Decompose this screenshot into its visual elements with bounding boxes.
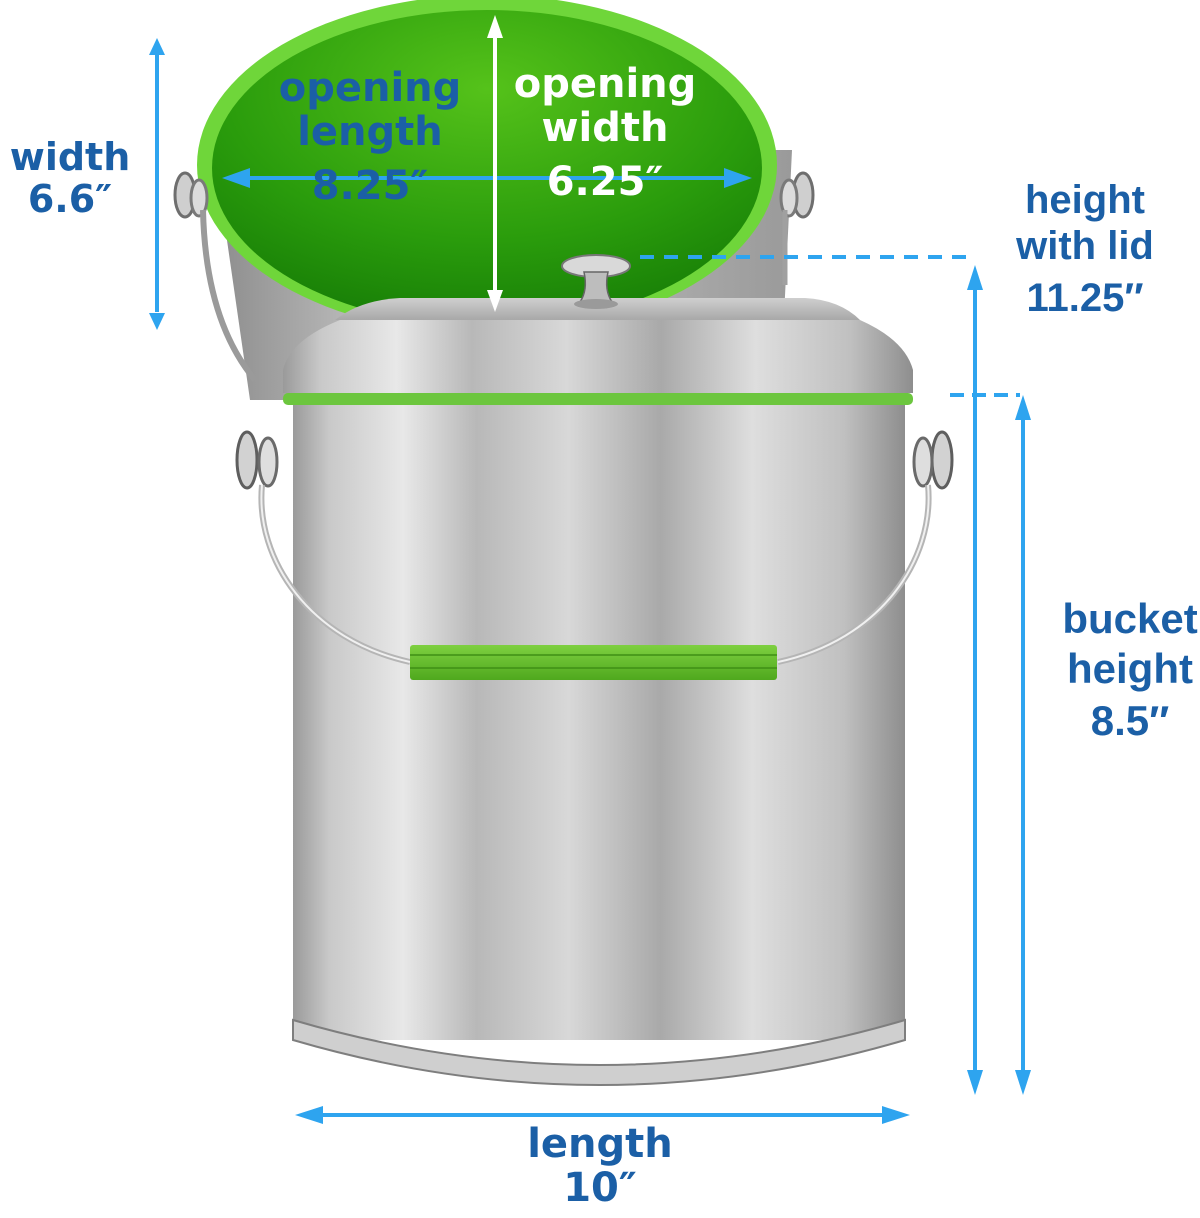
opening-length-value: 8.25″ (311, 163, 429, 209)
width-label: width 6.6″ (0, 138, 140, 218)
opening-width-arrow (487, 15, 503, 312)
length-label: length 10″ (500, 1124, 700, 1208)
opening-length-label: opening length 8.25″ (265, 68, 475, 206)
height-with-lid-line2: with lid (1016, 224, 1154, 268)
width-value: 6.6″ (27, 177, 113, 221)
opening-length-line2: length (297, 109, 443, 155)
length-label-text: length (527, 1121, 673, 1167)
arrow-head-icon (149, 38, 165, 55)
front-bucket (235, 254, 954, 1086)
width-label-text: width (9, 135, 131, 179)
opening-width-label: opening width 6.25″ (500, 64, 710, 202)
height-with-lid-line1: height (1025, 178, 1145, 222)
height-with-lid-value: 11.25″ (1026, 276, 1144, 320)
opening-width-value: 6.25″ (546, 159, 664, 205)
opening-width-line2: width (541, 105, 669, 151)
bucket-height-line2: height (1067, 645, 1193, 692)
arrow-head-icon (149, 313, 165, 330)
bucket-height-value: 8.5″ (1090, 697, 1170, 744)
bucket-height-label: bucket height 8.5″ (1055, 598, 1200, 742)
dimension-arrows (149, 38, 1031, 1124)
bucket-height-line1: bucket (1062, 595, 1198, 642)
opening-width-line1: opening (513, 61, 697, 107)
length-value: 10″ (563, 1165, 637, 1211)
opening-length-line1: opening (278, 65, 462, 111)
height-with-lid-label: height with lid 11.25″ (995, 180, 1175, 318)
